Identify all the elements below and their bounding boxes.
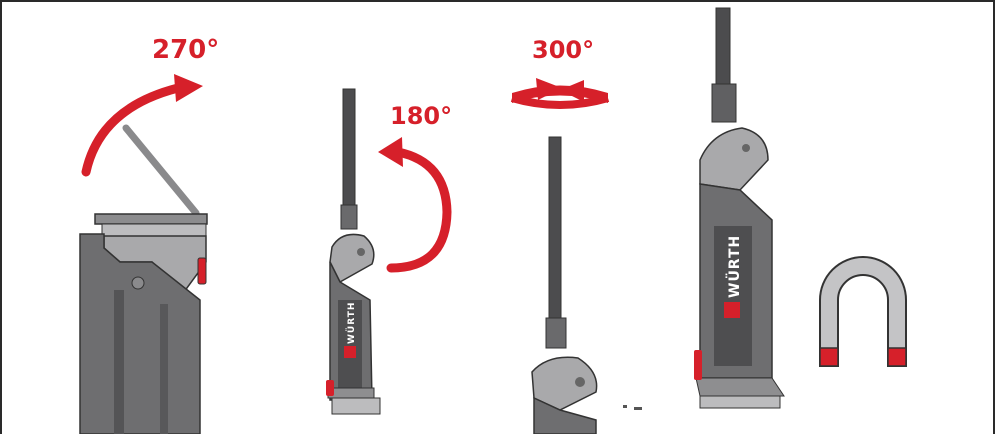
angle-label-arm: 180° — [390, 102, 452, 130]
brand-logo-text-4: WÜRTH — [725, 235, 743, 298]
angle-label-rotate: 300° — [532, 36, 594, 64]
lamp-full-view: WÜRTH — [694, 7, 785, 409]
brand-logo-text-2: WÜRTH — [346, 302, 357, 344]
rotation-arrowhead — [174, 74, 203, 102]
lamp-head-tilt — [79, 124, 208, 434]
angle-label-head: 270° — [152, 35, 219, 65]
magnet-icon — [819, 256, 907, 367]
swing-arrow-icon — [386, 147, 452, 273]
rotation-arrow-icon — [81, 83, 183, 177]
lamp-arm-swing: WÜRTH — [326, 88, 381, 415]
swing-arrowhead — [378, 137, 403, 167]
lamp-swivel — [531, 136, 642, 434]
swivel-arrow-icon — [510, 78, 610, 109]
